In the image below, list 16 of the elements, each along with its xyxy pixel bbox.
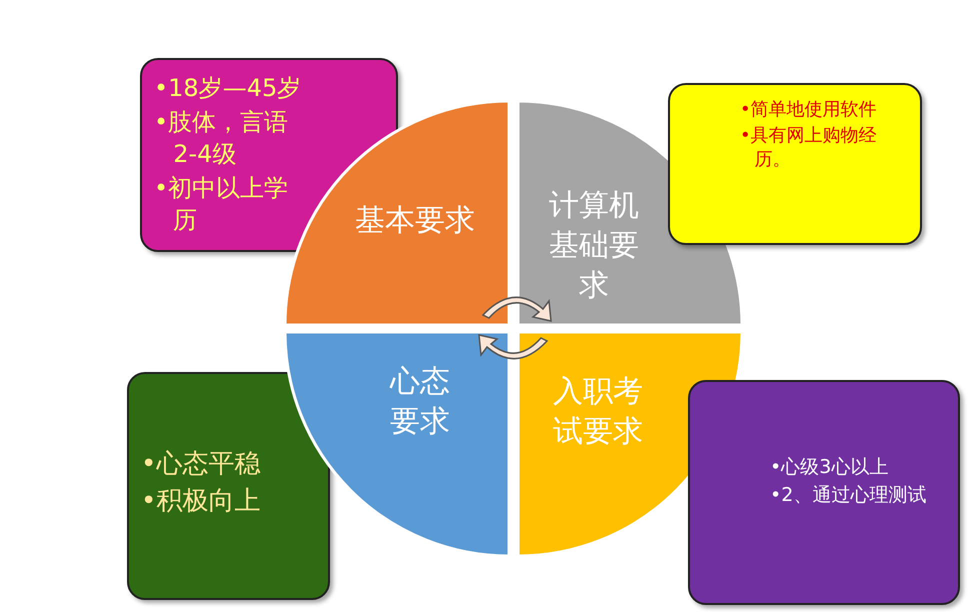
- bullet-text: •具有网上购物经历。: [740, 125, 877, 170]
- quadrant-label: 基本要求: [355, 202, 475, 240]
- bullet-text: •初中以上学历: [154, 174, 288, 234]
- info-card: [127, 372, 330, 600]
- bullet-text: •2、通过心理测试: [770, 484, 926, 506]
- info-card: [668, 83, 922, 245]
- bullet-text: •18岁—45岁: [154, 74, 302, 102]
- bullet-text: •心级3心以上: [770, 456, 888, 478]
- quadrant-label: 入职考试要求: [552, 373, 644, 451]
- bullet-text: •心态平稳: [141, 449, 260, 479]
- bullet-text: •肢体，言语2-4级: [154, 108, 288, 168]
- info-card: [688, 380, 960, 605]
- bullet-text: •简单地使用软件: [740, 99, 877, 120]
- quadrant-label: 心态要求: [388, 363, 451, 441]
- bullet-text: •积极向上: [141, 486, 260, 516]
- quadrant-label: 计算机基础要求: [548, 187, 640, 305]
